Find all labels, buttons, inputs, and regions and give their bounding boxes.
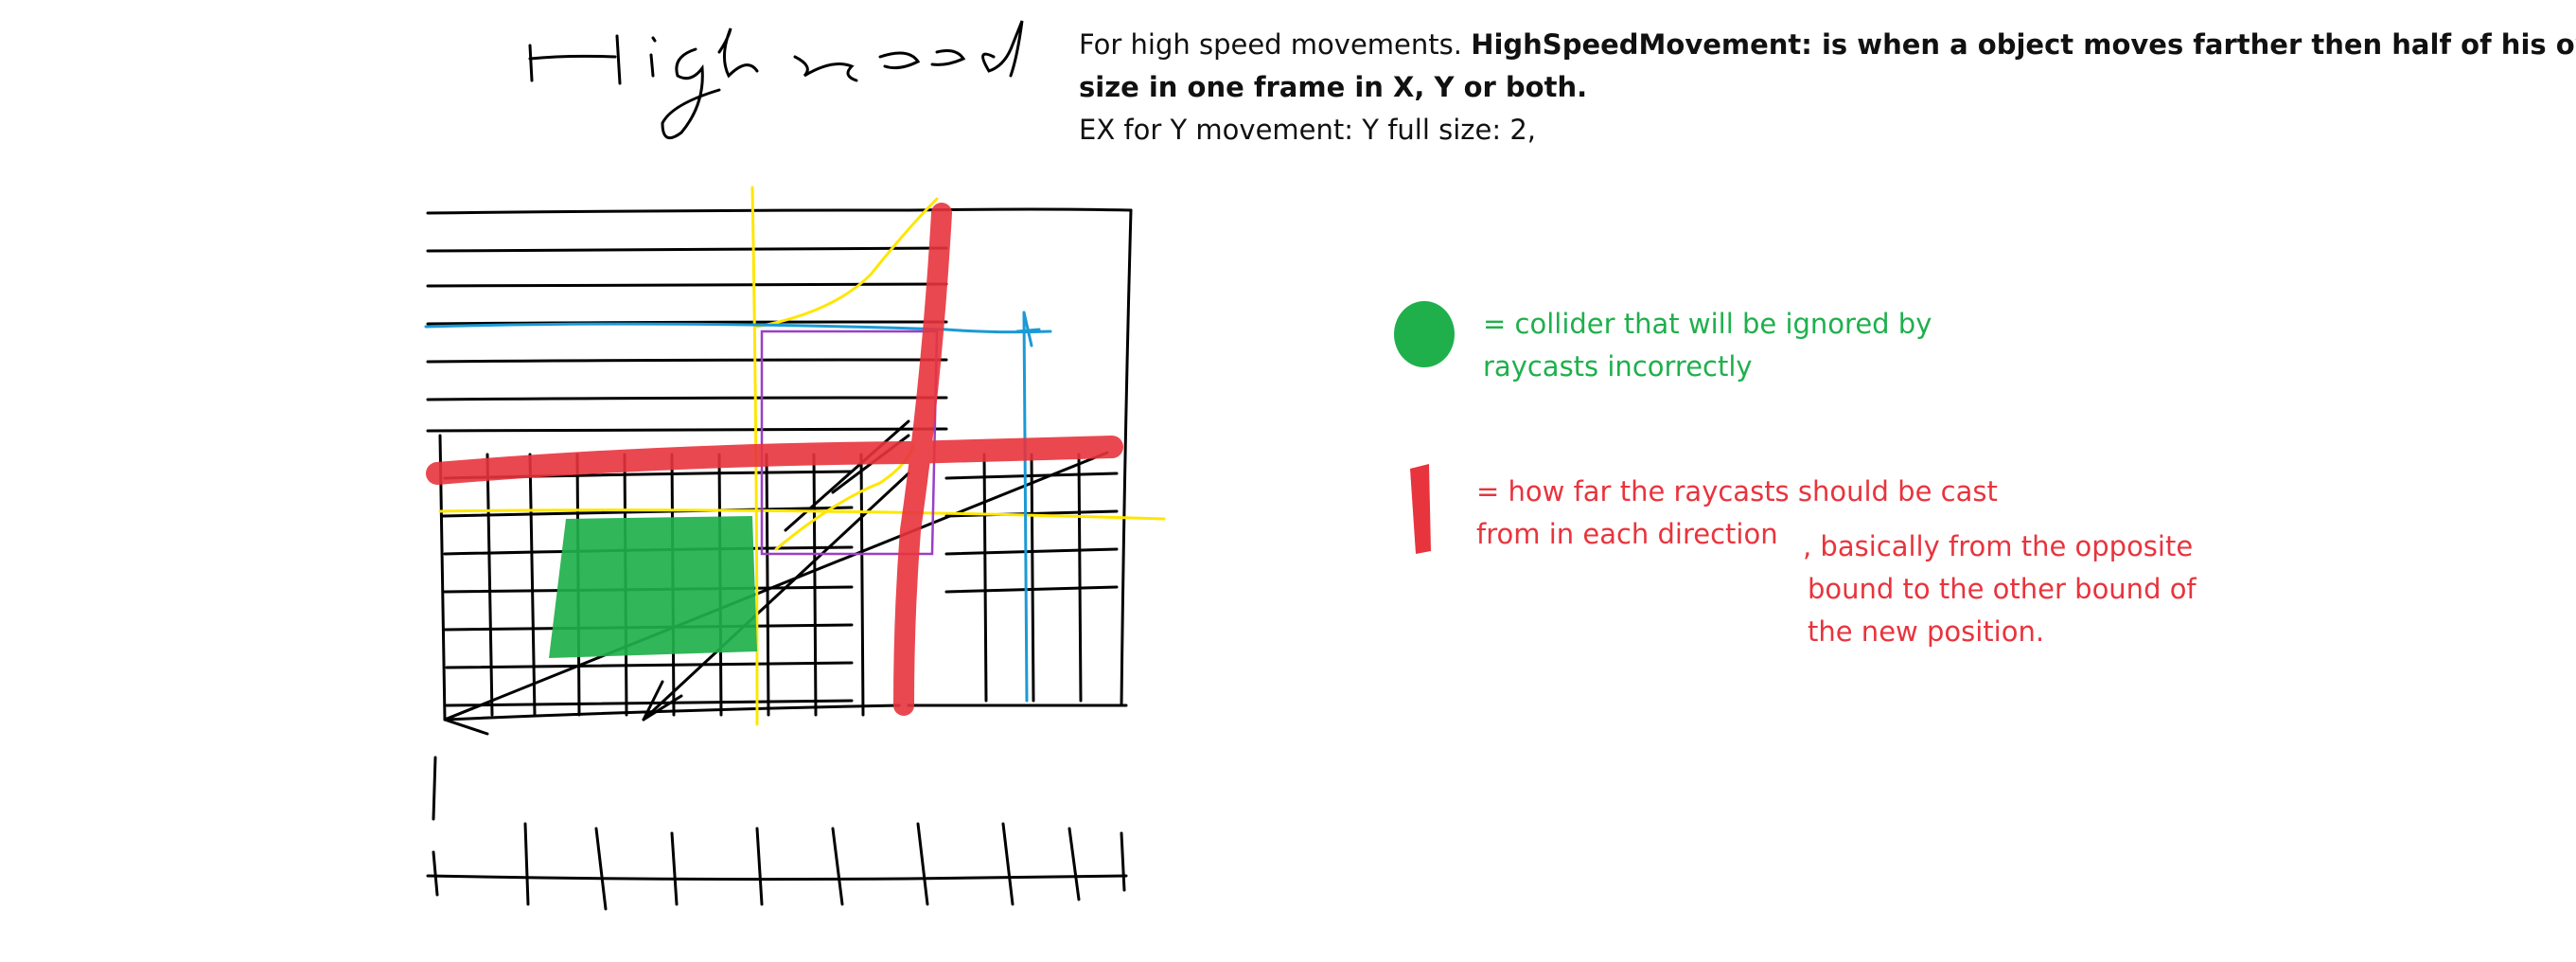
- legend-red-cont-1: , basically from the opposite: [1803, 530, 2194, 562]
- intro-plain: For high speed movements.: [1079, 28, 1472, 61]
- legend-green-text-2: raycasts incorrectly: [1483, 350, 1753, 383]
- ruler-sketch: [426, 756, 1128, 911]
- grid-sketch: [426, 207, 1133, 736]
- legend-red-cont-3: the new position.: [1808, 615, 2045, 648]
- intro-bold-1: HighSpeedMovement: is when a object move…: [1471, 28, 2576, 61]
- green-collider-blob: [549, 516, 757, 658]
- legend-red-cont-2: bound to the other bound of: [1808, 573, 2197, 605]
- red-raycast-bars: [426, 203, 1123, 716]
- legend-green-swatch: [1394, 301, 1455, 367]
- example-line: EX for Y movement: Y full size: 2,: [1079, 114, 1537, 146]
- legend-red-text-1: = how far the raycasts should be cast: [1476, 475, 1998, 508]
- intro-line-2: size in one frame in X, Y or both.: [1079, 71, 1588, 103]
- handwritten-title-scribble: [528, 20, 1024, 140]
- intro-line-1: For high speed movements. HighSpeedMovem…: [1079, 24, 2576, 66]
- legend-red-swatch: [1410, 464, 1431, 554]
- legend-green-text-1: = collider that will be ignored by: [1483, 308, 1932, 340]
- blue-guide-lines: [424, 311, 1052, 703]
- purple-outline-box: [760, 330, 939, 556]
- legend-red-text-2: from in each direction: [1476, 518, 1778, 550]
